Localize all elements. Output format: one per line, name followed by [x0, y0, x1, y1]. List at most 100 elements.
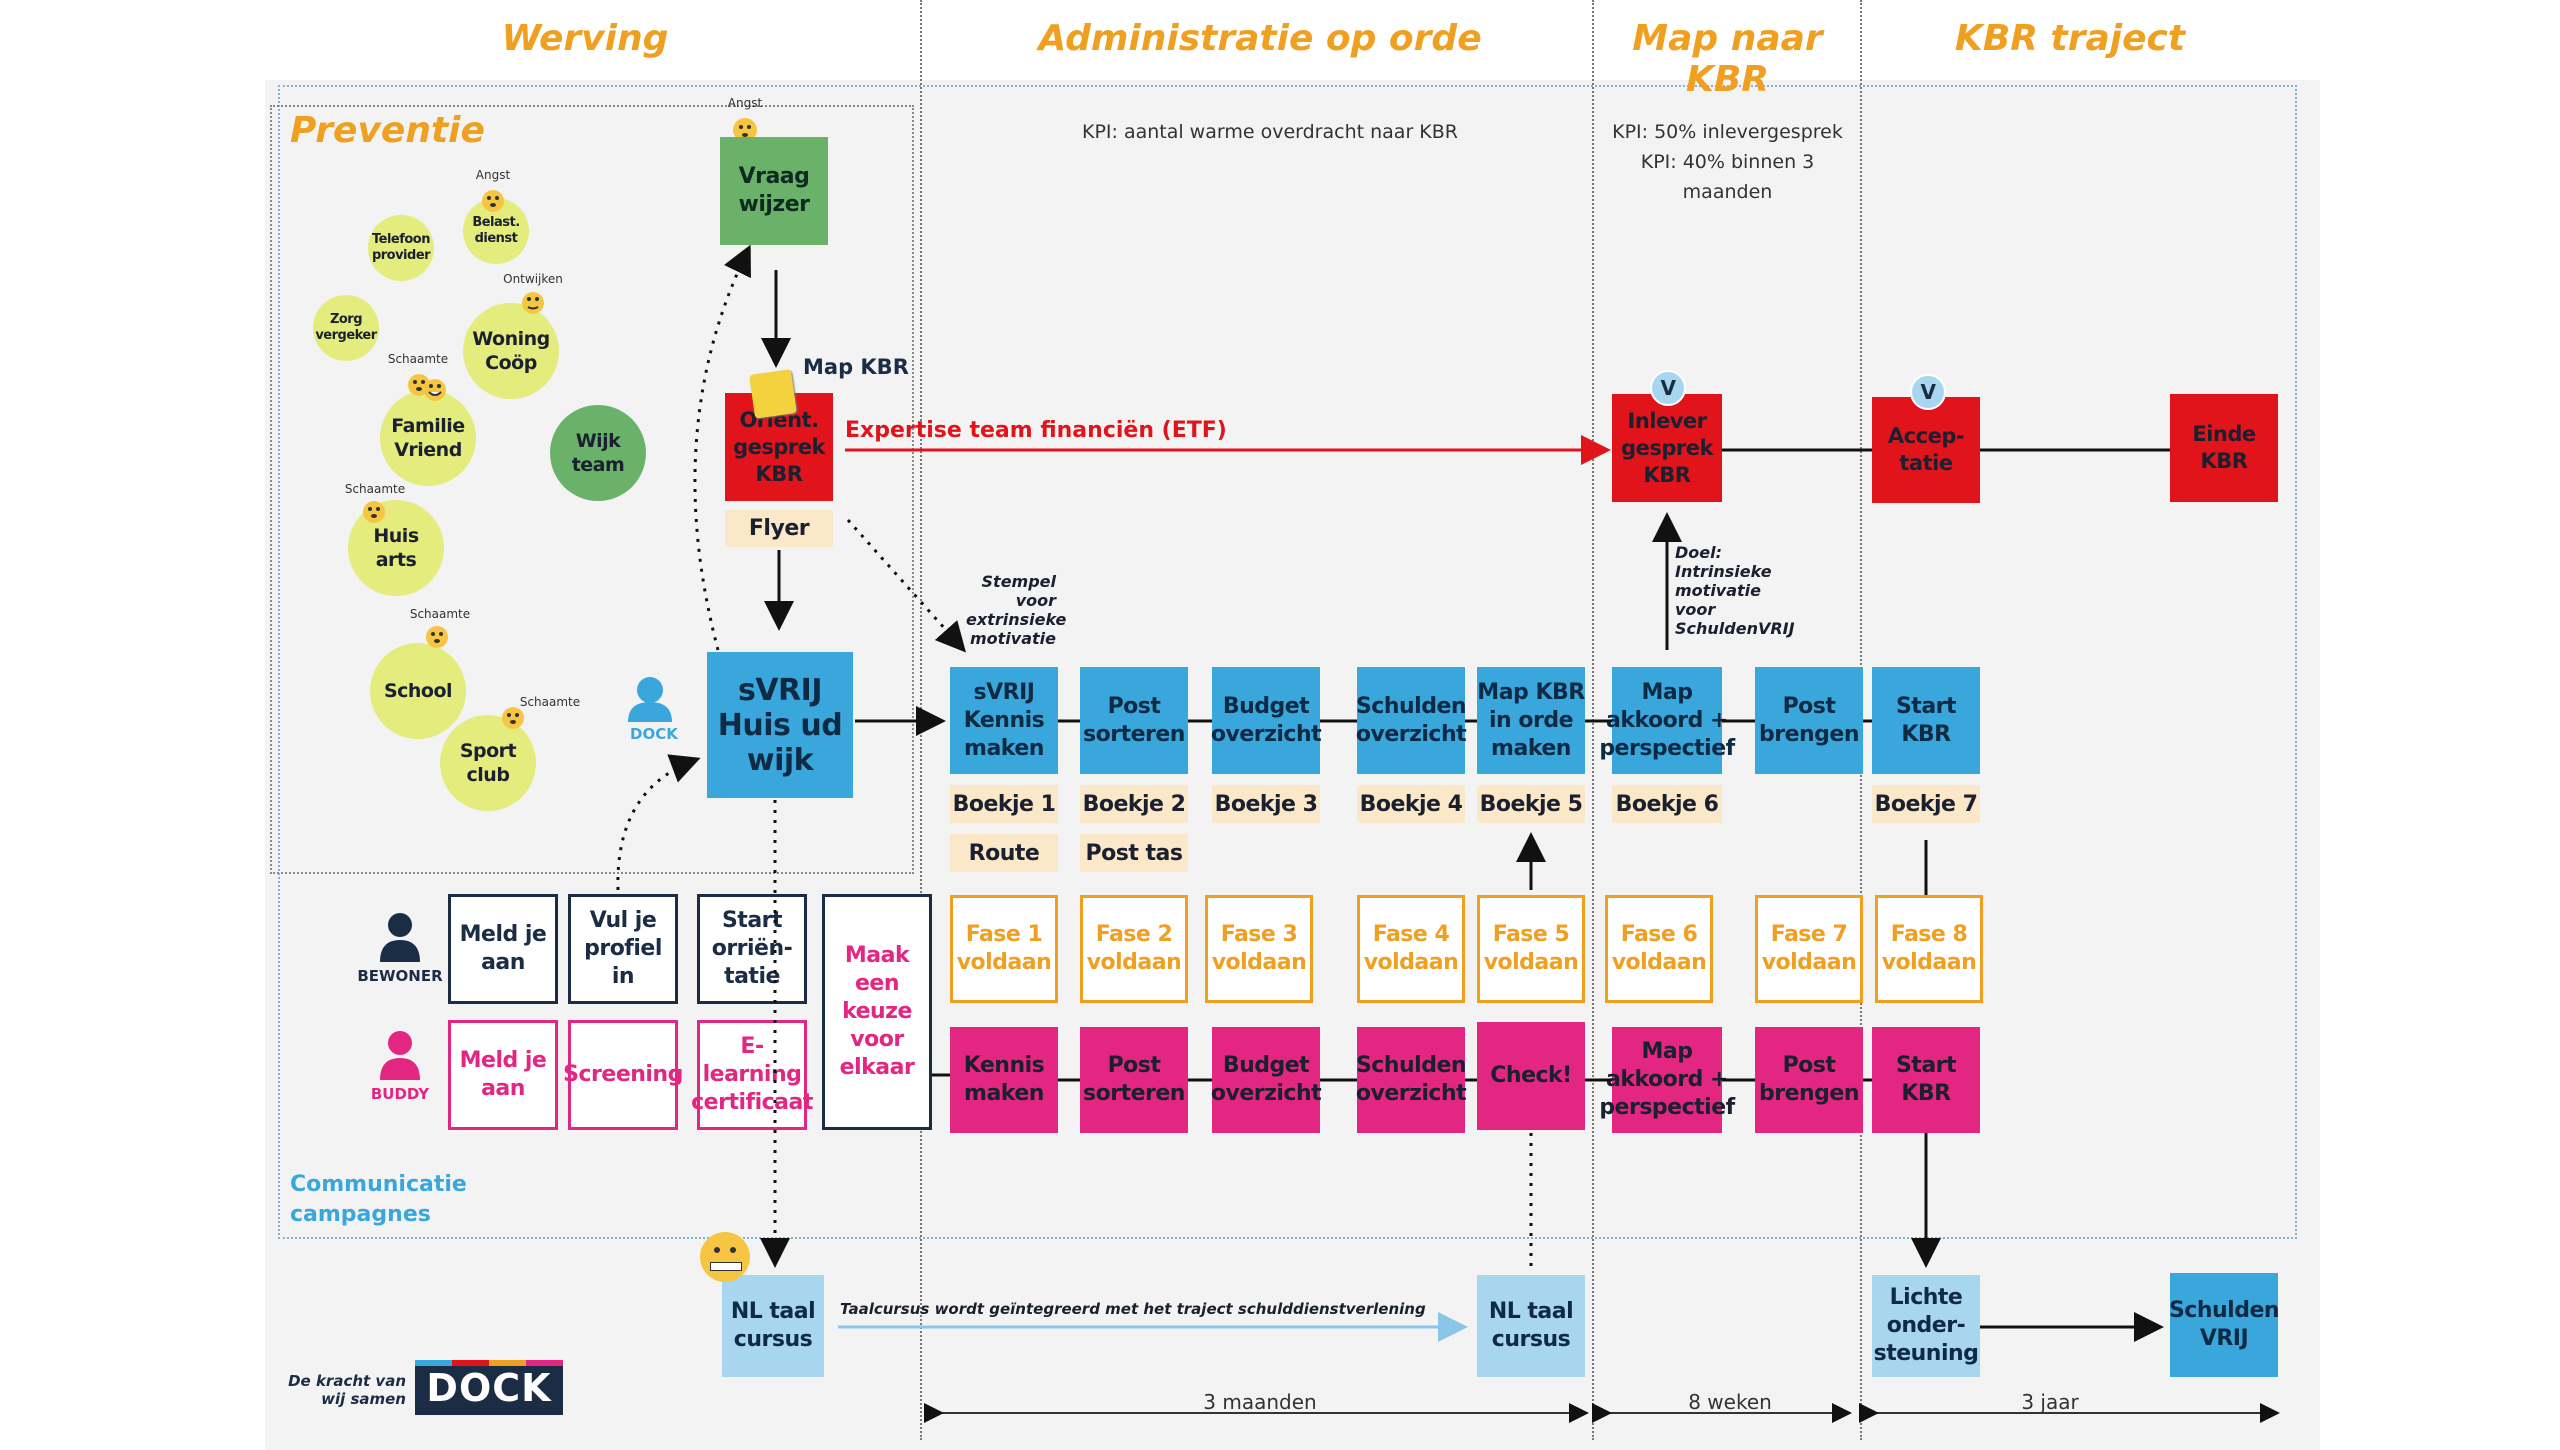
bewoner-start-box: Start orriën- tatie: [697, 894, 807, 1004]
boekje-box: Boekje 7: [1872, 785, 1980, 823]
fear-face-icon: [363, 501, 385, 523]
dock-person-icon: [628, 677, 672, 722]
fase-box: Fase 6 voldaan: [1605, 895, 1713, 1003]
emotion-label-schaamte: Schaamte: [519, 695, 581, 709]
step-box: Post sorteren: [1080, 667, 1188, 774]
dotted-arrow: [846, 519, 966, 653]
etf-label: Expertise team financiën (ETF): [845, 418, 1227, 443]
buddy-elearning-box: E-learning certificaat: [691, 1020, 813, 1130]
logo-stripe: [415, 1360, 452, 1366]
kpi-map-1: KPI: 50% inlevergesprek: [1612, 121, 1843, 143]
step-box: Start KBR: [1872, 667, 1980, 774]
buddy-person-icon: [380, 1031, 420, 1080]
buddy-screening-box: Screening: [563, 1020, 683, 1130]
step-box: Map akkoord + perspectief: [1599, 667, 1735, 774]
bewoner-meld-box: Meld je aan: [448, 894, 558, 1004]
circle-wijkteam: Wijk team: [550, 405, 646, 501]
boekje-box: Boekje 2: [1080, 785, 1188, 823]
circle-woning: Woning Coöp: [463, 303, 559, 399]
bewoner-profiel-box: Vul je profiel in: [568, 894, 678, 1004]
step-box: sVRIJ Kennis maken: [950, 667, 1058, 774]
logo-stripe: [452, 1360, 489, 1366]
boekje-box: Boekje 3: [1212, 785, 1320, 823]
vraagwijzer-box: Vraag wijzer: [720, 137, 828, 245]
boekje-box: Boekje 6: [1612, 785, 1722, 823]
schulden-vrij-box: Schulden VRIJ: [2169, 1273, 2280, 1377]
lichte-ondersteuning-box: Lichte onder- steuning: [1872, 1275, 1980, 1377]
route-box: Route: [950, 834, 1058, 872]
inlever-gesprek-box: Inlever gesprek KBR: [1612, 394, 1722, 502]
fear-face-icon: [733, 118, 757, 142]
check-badge-icon: V: [1650, 370, 1686, 406]
nl-taal-cursus-box: NL taal cursus: [722, 1275, 824, 1377]
phase-title-administratie: Administratie op orde: [1038, 18, 1482, 59]
einde-kbr-box: Einde KBR: [2170, 394, 2278, 502]
buddy-step-box: Post sorteren: [1080, 1027, 1188, 1133]
svrij-hub-box: sVRIJ Huis ud wijk: [707, 652, 853, 798]
fear-face-icon: [482, 190, 504, 212]
kpi-map-2: KPI: 40% binnen 3 maanden: [1640, 151, 1815, 203]
logo-stripe: [526, 1360, 563, 1366]
boekje-box: Boekje 4: [1357, 785, 1465, 823]
taalcursus-note: Taalcursus wordt geïntegreerd met het tr…: [840, 1300, 1426, 1318]
emotion-label-ontwijken: Ontwijken: [503, 272, 563, 286]
circle-telefoon: Telefoon provider: [368, 215, 434, 281]
map-kbr-label: Map KBR: [803, 355, 909, 379]
buddy-step-box: Map akkoord + perspectief: [1599, 1027, 1735, 1133]
fase-box: Fase 8 voldaan: [1875, 895, 1983, 1003]
doel-note: Doel: Intrinsieke motivatie voor Schulde…: [1675, 543, 1795, 638]
step-box: Post brengen: [1755, 667, 1863, 774]
fear-face-icon: [426, 626, 448, 648]
communicatie-label: Communicatie campagnes: [290, 1172, 467, 1227]
bewoner-person-icon: [380, 913, 420, 962]
emotion-label-angst: Angst: [475, 168, 511, 182]
fase-box: Fase 4 voldaan: [1357, 895, 1465, 1003]
post-tas-box: Post tas: [1080, 834, 1188, 872]
buddy-label: BUDDY: [370, 1085, 430, 1103]
step-box: Schulden overzicht: [1356, 667, 1467, 774]
preventie-frame: [270, 105, 914, 874]
fase-box: Fase 1 voldaan: [950, 895, 1058, 1003]
logo-tagline: De kracht van wij samen: [288, 1372, 406, 1408]
stempel-note: Stempel voor extrinsieke motivatie: [966, 572, 1067, 648]
dock-logo: DOCK: [415, 1360, 563, 1415]
buddy-step-box: Budget overzicht: [1211, 1027, 1322, 1133]
nl-taal-cursus-box: NL taal cursus: [1477, 1275, 1585, 1377]
emotion-label-angst: Angst: [727, 96, 763, 110]
buddy-step-box: Post brengen: [1755, 1027, 1863, 1133]
check-badge-icon: V: [1910, 374, 1946, 410]
keuze-box: Maak een keuze voor elkaar: [822, 894, 932, 1130]
eyeroll-face-icon: [522, 292, 544, 314]
fase-box: Fase 3 voldaan: [1205, 895, 1313, 1003]
buddy-step-box: Kennis maken: [950, 1027, 1058, 1133]
circle-familie: Familie Vriend: [380, 390, 476, 486]
fase-box: Fase 2 voldaan: [1080, 895, 1188, 1003]
flyer-box: Flyer: [725, 510, 833, 547]
logo-stripe: [489, 1360, 526, 1366]
circle-sport: Sport club: [440, 715, 536, 811]
zipper-mouth-icon: [700, 1232, 750, 1282]
buddy-step-box: Start KBR: [1872, 1027, 1980, 1133]
communicatie-frame: [278, 85, 2297, 1239]
phase-title-map: Map naar KBR: [1632, 18, 1823, 100]
phase-title-werving: Werving: [501, 18, 669, 59]
preventie-title: Preventie: [290, 110, 485, 151]
step-box: Map KBR in orde maken: [1477, 667, 1585, 774]
fase-box: Fase 7 voldaan: [1755, 895, 1863, 1003]
circle-belast: Belast. dienst: [463, 198, 529, 264]
buddy-step-box: Schulden overzicht: [1356, 1027, 1467, 1133]
dotted-arrow: [616, 754, 701, 891]
boekje-box: Boekje 1: [950, 785, 1058, 823]
dotted-arrow: [693, 244, 751, 651]
circle-school: School: [370, 643, 466, 739]
fase-box: Fase 5 voldaan: [1477, 895, 1585, 1003]
step-box: Budget overzicht: [1211, 667, 1322, 774]
grin-face-icon: [424, 379, 446, 401]
emotion-label-schaamte: Schaamte: [387, 352, 449, 366]
circle-zorg: Zorg vergeker: [313, 295, 379, 361]
buddy-check-box: Check!: [1477, 1022, 1585, 1130]
kpi-administratie: KPI: aantal warme overdracht naar KBR: [1081, 121, 1458, 143]
